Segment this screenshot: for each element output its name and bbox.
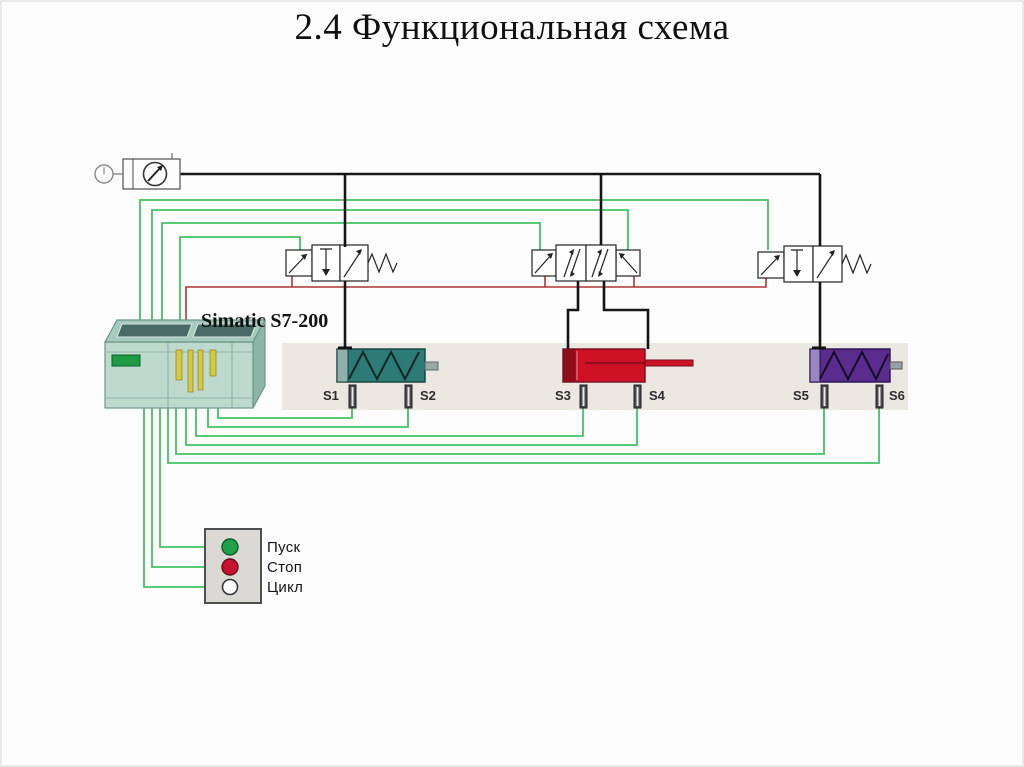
cycle-button [221,578,239,596]
sensor-s3 [579,384,588,409]
sensor-s1 [348,384,357,409]
cylinder-1 [336,346,439,383]
return-spring-icon [367,252,398,274]
control-panel [204,528,262,604]
siemens-badge [111,354,141,367]
return-spring-icon [841,253,872,275]
return-spring-icon [348,349,420,382]
sensor-s3-label: S3 [555,388,571,403]
signal-wires-green [139,199,880,588]
sensor-s2-label: S2 [420,388,436,403]
sensor-s2 [404,384,413,409]
piston-rod [424,361,439,371]
page-title: 2.4 Функциональная схема [294,7,730,48]
valve-2-5-2 [531,244,641,282]
piston-rod [644,359,694,367]
cylinder-3 [809,346,903,383]
sensor-s5 [820,384,829,409]
cylinder-2 [562,348,694,383]
return-spring-icon [819,349,889,382]
sensor-s5-label: S5 [793,388,809,403]
sensor-s4-label: S4 [649,388,665,403]
stop-button [221,558,239,576]
sensor-s4 [633,384,642,409]
stop-button-label: Стоп [267,559,303,576]
start-button [221,538,239,556]
plc-terminal-connectors [175,349,217,393]
pneumatic-lines [180,172,822,349]
air-supply-unit [94,153,181,190]
plc-unit [103,319,267,409]
piston-rod [889,361,903,370]
sensor-s1-label: S1 [323,388,339,403]
sensor-s6-label: S6 [889,388,905,403]
common-wire-red [185,276,767,330]
position-sensors [348,384,884,409]
valve-3-3-2 [757,245,872,283]
sensor-s6 [875,384,884,409]
cycle-button-label: Цикл [267,579,304,596]
start-button-label: Пуск [267,539,301,556]
valve-1-3-2 [285,244,398,282]
plc-label: Simatic S7-200 [201,310,329,332]
